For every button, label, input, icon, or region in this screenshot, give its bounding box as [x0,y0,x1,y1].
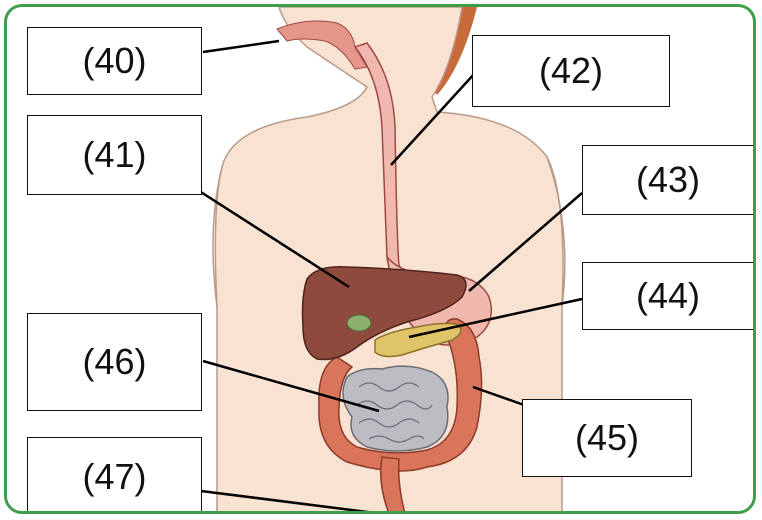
label-42: (42) [472,35,670,107]
label-44: (44) [582,262,754,330]
small-intestine [343,366,448,451]
label-47: (47) [27,437,202,514]
gallbladder [347,315,371,331]
label-46: (46) [27,313,202,411]
label-40: (40) [27,27,202,95]
leader-line-40 [203,41,279,52]
diagram-frame: (40) (41) (42) (43) (44) (45) (46) (47) [4,4,756,514]
label-45: (45) [522,399,692,477]
label-41: (41) [27,115,202,195]
label-43: (43) [582,145,754,215]
